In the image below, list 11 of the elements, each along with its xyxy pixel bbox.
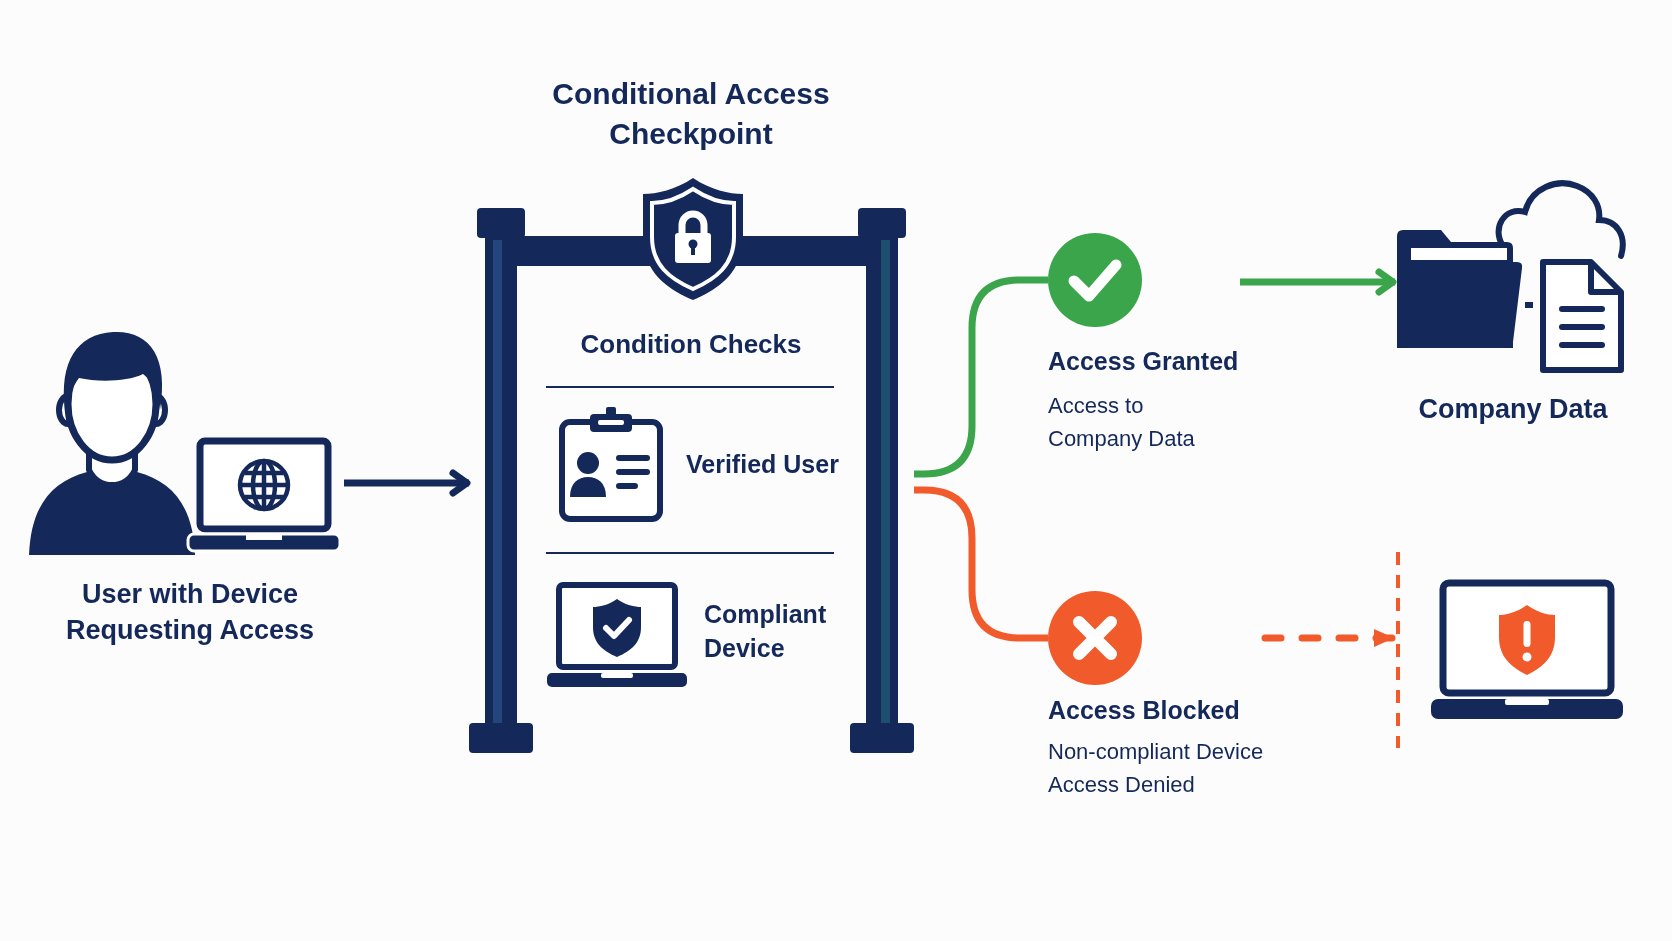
check-label: Compliant Device [704,599,828,664]
status-description: Access to Company Data [1048,392,1196,453]
section-heading: Condition Checks [579,328,803,361]
node-label: User with Device Requesting Access [65,578,315,647]
dashed-arrow [1261,629,1398,647]
status-description: Non-compliant Device Access Denied [1048,738,1265,799]
node-label: Company Data [1417,393,1609,426]
checkpoint-title: Conditional Access Checkpoint [551,76,831,152]
status-heading: Access Blocked [1048,695,1241,726]
status-heading: Access Granted [1048,346,1240,377]
check-label: Verified User [686,449,840,480]
